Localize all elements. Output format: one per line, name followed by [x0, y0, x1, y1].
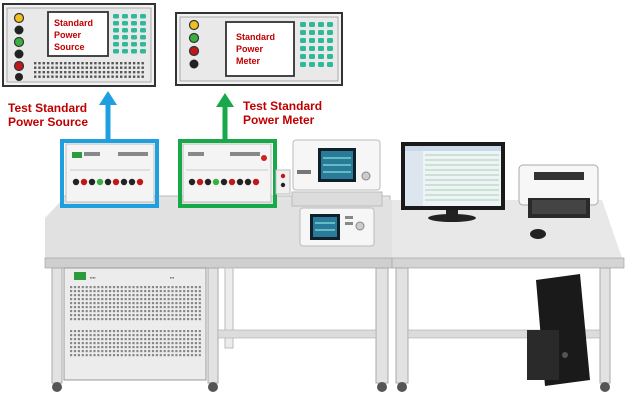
mouse — [530, 229, 546, 239]
source-screen-line-3: Source — [54, 42, 85, 52]
source-screen-line-2: Power — [54, 30, 82, 40]
callout-source-line-2: Power Source — [8, 115, 88, 129]
test-power-source-unit — [60, 139, 159, 208]
benchtop-instrument-upper — [292, 139, 381, 191]
callout-meter-line-1: Test Standard — [243, 99, 322, 113]
source-highlight-frame — [60, 139, 159, 208]
test-power-meter-unit — [178, 139, 277, 208]
pc-tower — [527, 274, 590, 386]
source-keypad — [113, 14, 146, 54]
computer-monitor — [401, 142, 505, 222]
source-arrow — [99, 91, 117, 140]
source-screen-line-1: Standard — [54, 18, 93, 28]
callout-meter-line-2: Power Meter — [243, 113, 315, 127]
meter-screen-line-2: Power — [236, 44, 264, 54]
svg-text:▪▪▪▪: ▪▪▪▪ — [90, 275, 96, 280]
svg-text:▪▪▪: ▪▪▪ — [170, 275, 175, 280]
meter-screen-line-3: Meter — [236, 56, 261, 66]
printer — [518, 164, 599, 218]
meter-highlight-frame — [178, 139, 277, 208]
source-vent-grille — [34, 62, 144, 78]
benchtop-instrument-lower — [299, 207, 375, 247]
meter-keypad — [300, 22, 333, 67]
standard-power-meter-instrument: Standard Power Meter — [175, 12, 343, 86]
meter-arrow — [216, 93, 234, 140]
meter-screen-line-1: Standard — [236, 32, 275, 42]
cabinet-vent-grille — [70, 286, 201, 357]
standard-power-source-instrument: Standard Power Source — [2, 3, 156, 87]
callout-source-line-1: Test Standard — [8, 101, 87, 115]
